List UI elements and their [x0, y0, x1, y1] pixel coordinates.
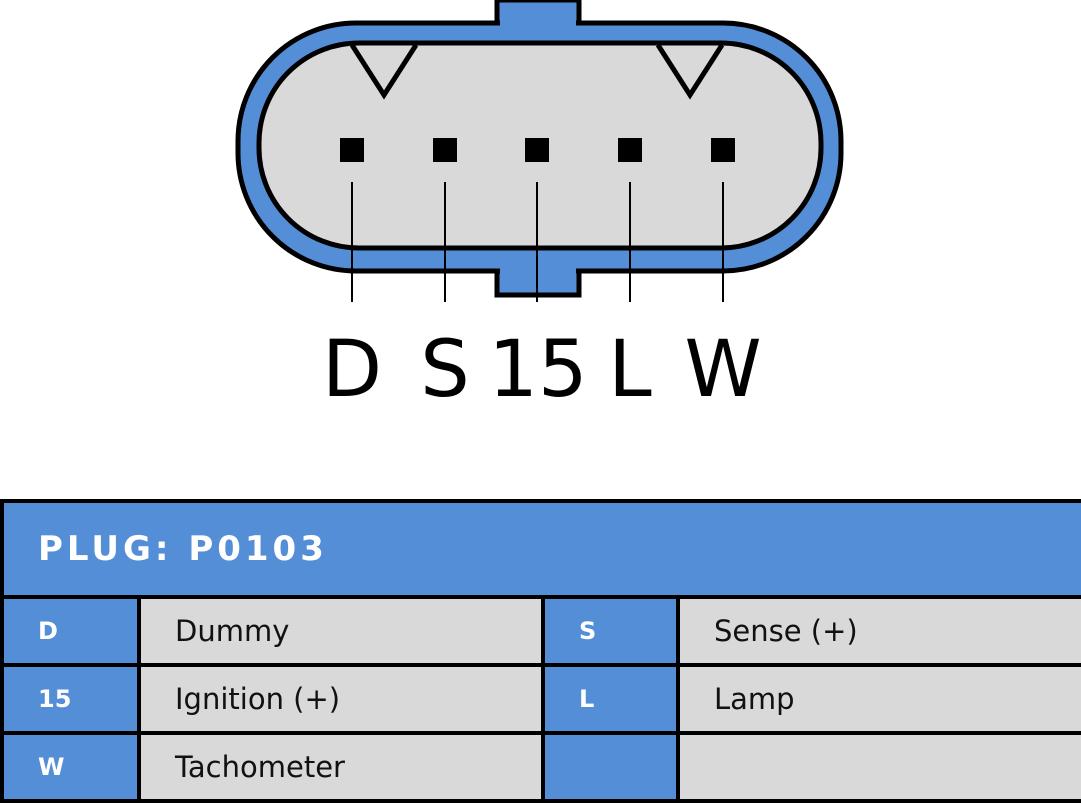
pin-terminal — [711, 138, 735, 162]
right-key-triangle — [655, 43, 725, 100]
plug-title: PLUG: P0103 — [0, 499, 1081, 599]
pin-label: S — [420, 325, 470, 415]
pin-terminal — [525, 138, 549, 162]
pin-terminal — [340, 138, 364, 162]
pin-description: Lamp — [676, 663, 1081, 735]
connector-diagram: D S 15 L W — [235, 0, 844, 415]
pin-description: Dummy — [137, 595, 545, 667]
pin-label: 15 — [488, 325, 587, 415]
pin-description: Tachometer — [137, 731, 545, 803]
table-header-row: PLUG: P0103 — [0, 499, 1081, 599]
pin-description: Sense (+) — [676, 595, 1081, 667]
pin-code: L — [541, 663, 680, 735]
pin-label: W — [684, 325, 761, 415]
pin-label: L — [608, 325, 652, 415]
table-row: 15 Ignition (+) L Lamp — [0, 663, 1081, 735]
pin-assignment-table: PLUG: P0103 D Dummy S Sense (+) 15 Ignit… — [0, 499, 1081, 803]
left-key-triangle — [349, 43, 419, 100]
pin-S: S — [420, 138, 470, 415]
pin-code: W — [0, 731, 141, 803]
table-row: W Tachometer — [0, 731, 1081, 803]
pin-label: D — [322, 325, 382, 415]
pin-L: L — [608, 138, 652, 415]
pin-15: 15 — [488, 138, 588, 415]
pin-D: D — [322, 138, 382, 415]
pin-W: W — [684, 138, 762, 415]
pin-terminal — [433, 138, 457, 162]
pin-terminal — [618, 138, 642, 162]
pin-description — [676, 731, 1081, 803]
pin-code: D — [0, 595, 141, 667]
pin-description: Ignition (+) — [137, 663, 545, 735]
pin-code: 15 — [0, 663, 141, 735]
pin-code — [541, 731, 680, 803]
table-row: D Dummy S Sense (+) — [0, 595, 1081, 667]
pin-code: S — [541, 595, 680, 667]
